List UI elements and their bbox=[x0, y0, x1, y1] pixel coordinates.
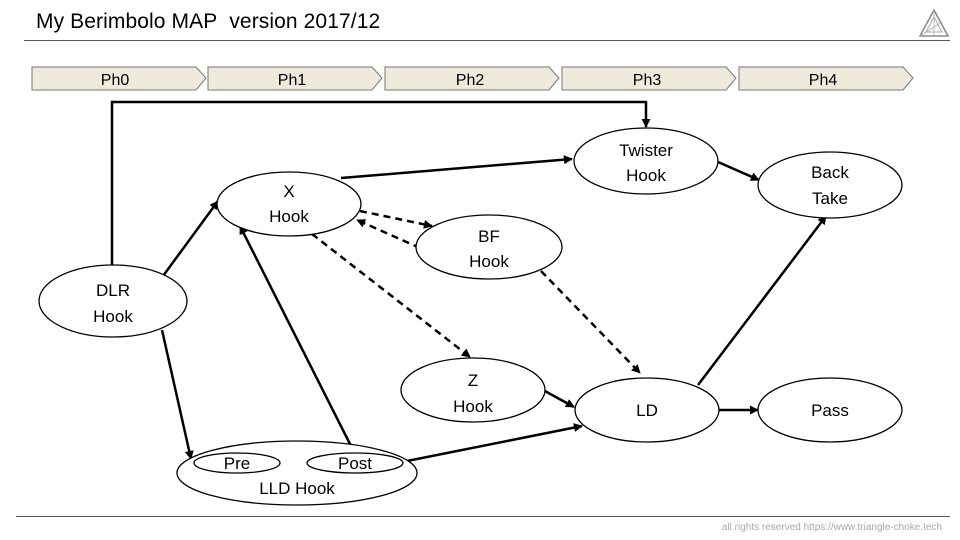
edge-x-to-bf bbox=[359, 209, 433, 229]
phase-label: Ph3 bbox=[633, 72, 662, 89]
node-label: Z bbox=[468, 371, 478, 390]
node-label: Pre bbox=[224, 454, 250, 473]
node-ld: LD bbox=[574, 377, 720, 443]
node-label: LLD Hook bbox=[259, 479, 335, 498]
edge-dlr-to-x bbox=[161, 200, 220, 277]
edge-bf-to-ld bbox=[540, 270, 641, 374]
edge-twister-to-back bbox=[717, 160, 760, 182]
edge-bf-to-x bbox=[356, 218, 421, 250]
node-label: Post bbox=[338, 454, 372, 473]
phase-ph2: Ph2 bbox=[384, 66, 560, 91]
edge-dlr-to-lld bbox=[160, 329, 194, 460]
phase-label: Ph4 bbox=[809, 72, 838, 89]
node-twister-hook: Twister Hook bbox=[573, 127, 719, 195]
edge-dlr-to-twister bbox=[110, 100, 651, 266]
node-label: Take bbox=[812, 189, 848, 208]
node-label: X bbox=[283, 182, 294, 201]
edge-x-to-twister bbox=[340, 155, 573, 180]
page-title: My Berimbolo MAP version 2017/12 bbox=[36, 10, 380, 34]
edge-post-to-ld bbox=[401, 423, 583, 464]
phase-ph3: Ph3 bbox=[561, 66, 737, 91]
node-label: BF bbox=[478, 227, 500, 246]
dashed-edges bbox=[311, 209, 641, 374]
phase-bar: Ph0 Ph1 Ph2 Ph3 Ph4 bbox=[31, 66, 914, 91]
phase-ph0: Ph0 bbox=[31, 66, 207, 91]
node-lld-hook: LLD Hook bbox=[176, 440, 418, 506]
solid-edges bbox=[110, 100, 827, 468]
node-label: Hook bbox=[469, 252, 509, 271]
version-text: version 2017/12 bbox=[229, 10, 381, 33]
node-bf-hook: BF Hook bbox=[415, 214, 563, 280]
phase-label: Ph2 bbox=[456, 72, 485, 89]
phase-ph4: Ph4 bbox=[738, 66, 914, 91]
edge-x-to-z bbox=[311, 233, 471, 358]
footer-divider bbox=[16, 516, 950, 517]
node-label: Back bbox=[811, 163, 849, 182]
node-label: Pass bbox=[811, 401, 849, 420]
node-dlr-hook: DLR Hook bbox=[38, 264, 188, 338]
nodes: DLR Hook X Hook Twister Hook Back Take B… bbox=[38, 127, 903, 506]
node-x-hook: X Hook bbox=[216, 171, 362, 237]
phase-label: Ph1 bbox=[278, 72, 307, 89]
node-label: Hook bbox=[453, 397, 493, 416]
node-pass: Pass bbox=[757, 377, 903, 443]
node-label: Hook bbox=[269, 207, 309, 226]
edge-ld-to-back bbox=[697, 215, 827, 386]
triangle-logo-icon bbox=[918, 8, 950, 37]
node-label: Hook bbox=[93, 307, 133, 326]
title-text: My Berimbolo MAP bbox=[36, 10, 218, 33]
copyright-footer: all rights reserved https://www.triangle… bbox=[721, 522, 942, 533]
phase-ph1: Ph1 bbox=[207, 66, 383, 91]
node-back-take: Back Take bbox=[757, 151, 903, 219]
phase-label: Ph0 bbox=[101, 72, 130, 89]
node-pre: Pre bbox=[193, 452, 281, 474]
edge-post-to-x bbox=[238, 225, 355, 451]
node-label: LD bbox=[636, 401, 658, 420]
node-label: Twister bbox=[619, 141, 673, 160]
node-post: Post bbox=[306, 452, 404, 474]
node-label: Hook bbox=[626, 166, 666, 185]
edge-z-to-ld bbox=[542, 388, 575, 409]
node-z-hook: Z Hook bbox=[400, 357, 546, 423]
header-divider bbox=[24, 40, 950, 41]
node-label: DLR bbox=[96, 281, 130, 300]
